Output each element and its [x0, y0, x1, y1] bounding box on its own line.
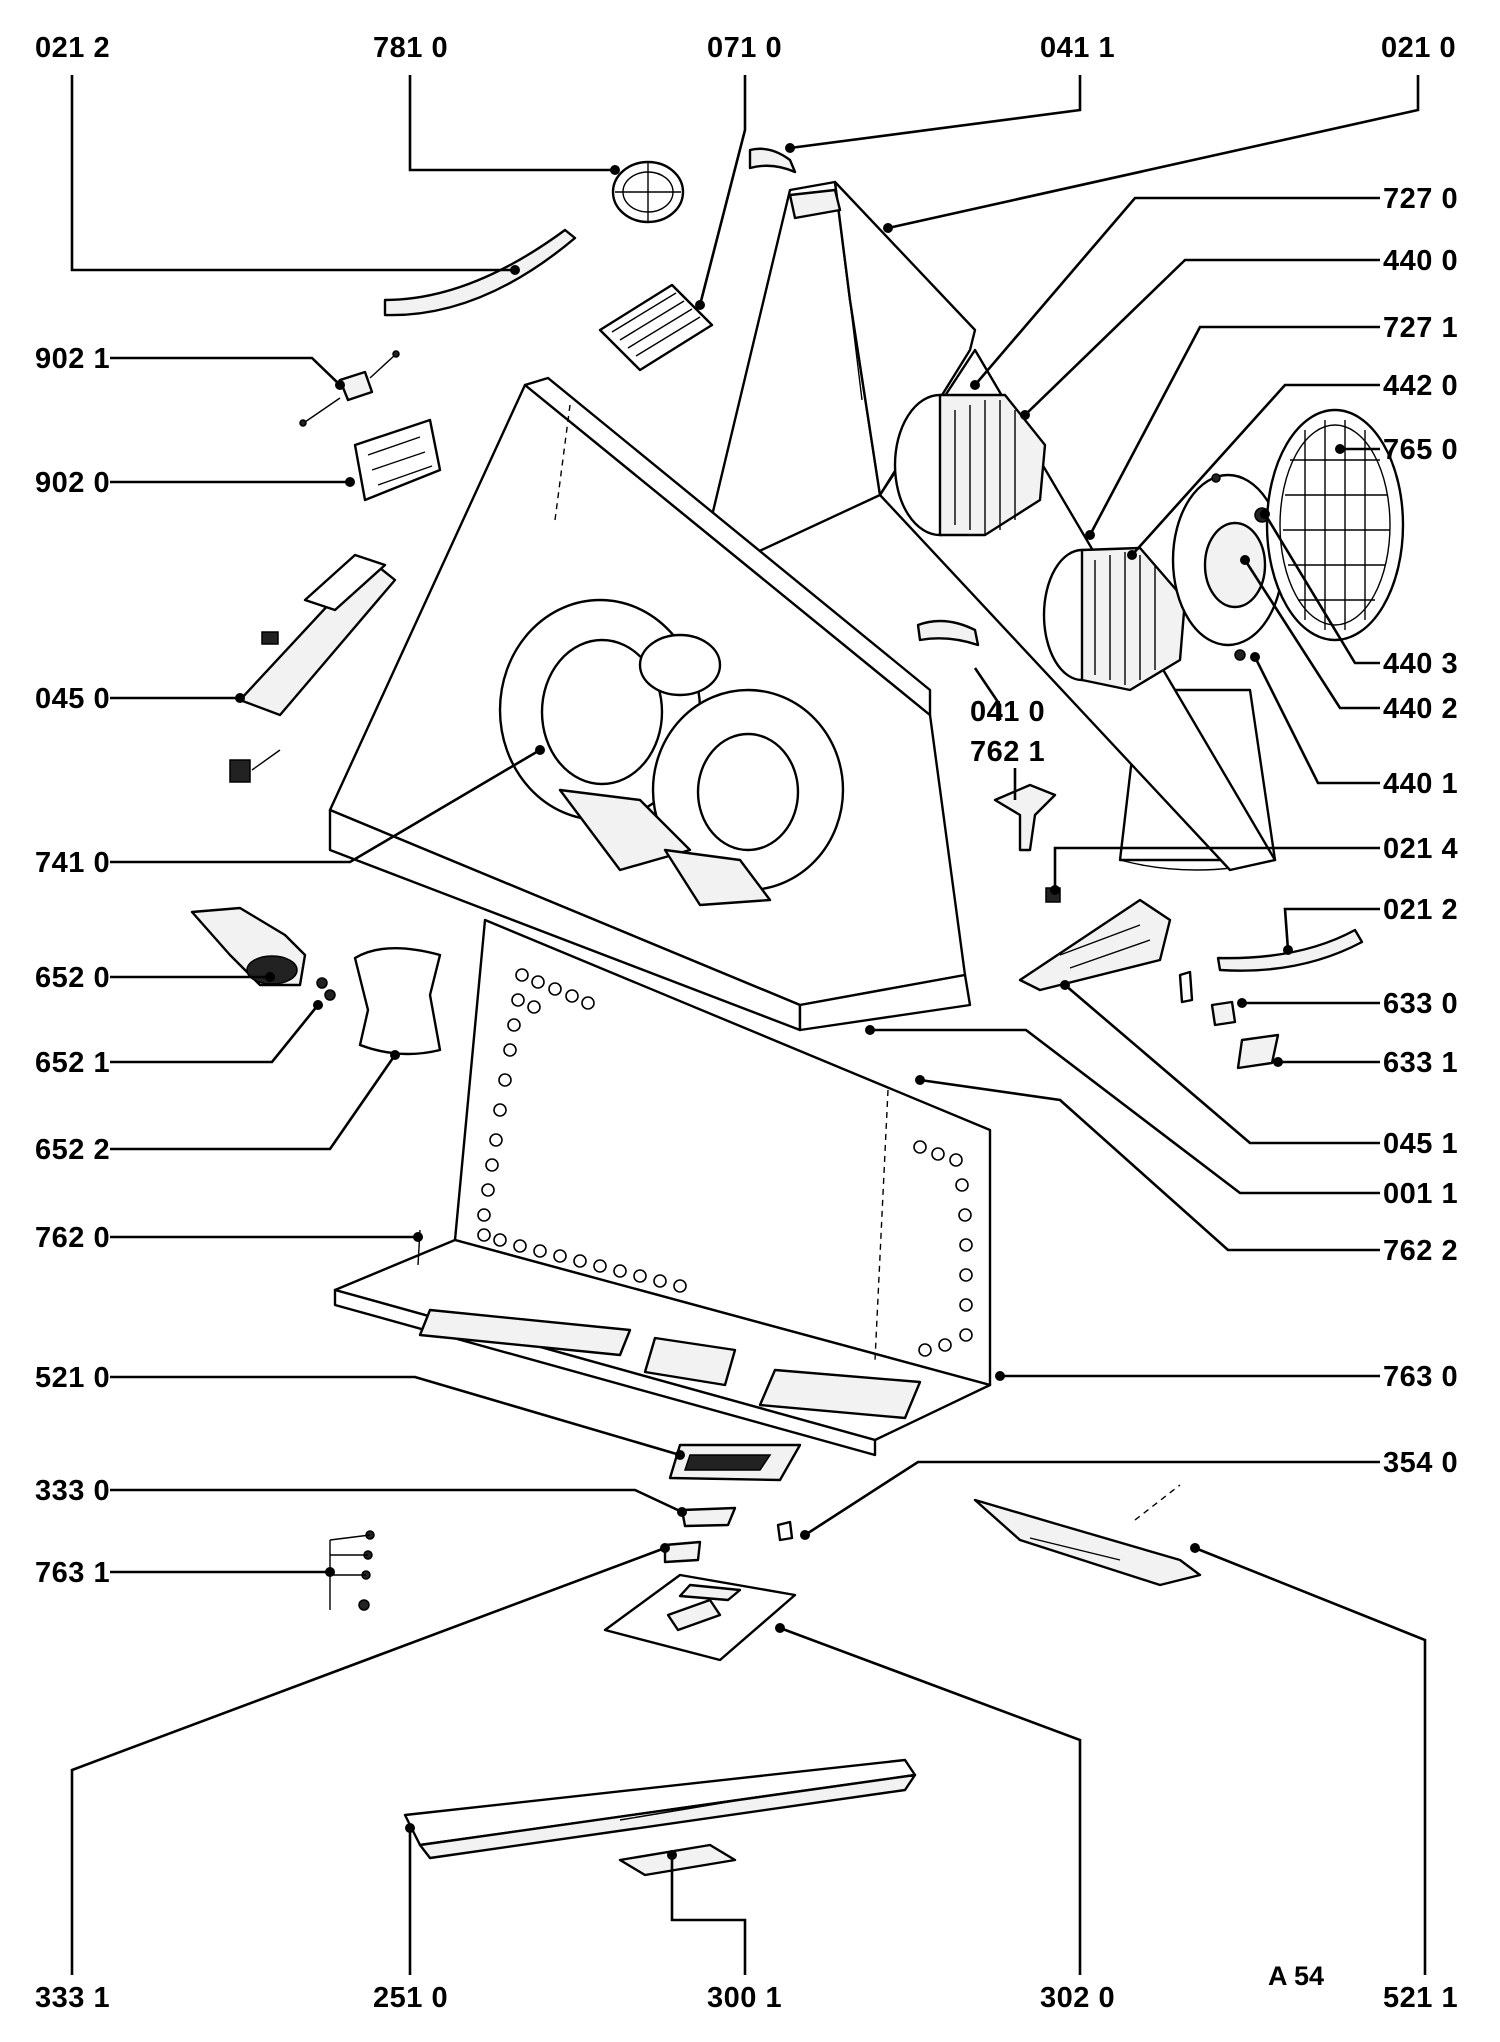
label-442-0: 442 0	[1383, 370, 1458, 402]
label-440-0: 440 0	[1383, 245, 1458, 277]
label-440-3: 440 3	[1383, 648, 1458, 680]
label-521-0: 521 0	[35, 1362, 110, 1394]
label-440-2: 440 2	[1383, 693, 1458, 725]
label-633-1: 633 1	[1383, 1047, 1458, 1079]
part-labels: 021 2 781 0 071 0 041 1 021 0 727 0 440 …	[35, 32, 1458, 2014]
lamp-holder	[190, 906, 307, 987]
motor-plate	[1171, 473, 1285, 661]
label-045-1: 045 1	[1383, 1128, 1458, 1160]
side-panel-right	[973, 1484, 1202, 1587]
label-727-1: 727 1	[1383, 312, 1458, 344]
label-762-0: 762 0	[35, 1222, 110, 1254]
switch-module	[668, 1443, 802, 1482]
label-300-1: 300 1	[707, 1982, 782, 2014]
label-765-0: 765 0	[1383, 434, 1458, 466]
motor-housing-lower	[1042, 546, 1187, 692]
label-440-1: 440 1	[1383, 768, 1458, 800]
top-filter	[598, 283, 714, 372]
motor-housing-upper	[893, 393, 1047, 537]
label-762-2: 762 2	[1383, 1235, 1458, 1267]
gasket-ring	[611, 160, 685, 224]
chimney-cover	[703, 180, 977, 562]
parts-drawing	[190, 147, 1405, 1877]
hood-body	[328, 376, 972, 1032]
bracket-762-1	[993, 783, 1057, 852]
lamp-cover	[353, 947, 442, 1056]
curved-trim-mid	[1216, 928, 1364, 972]
bracket-plate	[353, 418, 442, 502]
front-trim	[403, 1758, 917, 1860]
label-021-2-mid: 021 2	[1383, 894, 1458, 926]
bracket-small	[299, 350, 400, 427]
label-727-0: 727 0	[1383, 183, 1458, 215]
label-633-0: 633 0	[1383, 988, 1458, 1020]
label-762-1: 762 1	[970, 736, 1045, 768]
hinge-part	[1178, 970, 1194, 1004]
filter-housing	[333, 918, 992, 1457]
label-763-0: 763 0	[1383, 1361, 1458, 1393]
label-302-0: 302 0	[1040, 1982, 1115, 2014]
label-021-2-top: 021 2	[35, 32, 110, 64]
label-333-0: 333 0	[35, 1475, 110, 1507]
clip-333-1	[663, 1540, 702, 1564]
side-bracket-right	[1018, 898, 1172, 992]
label-071-0: 071 0	[707, 32, 782, 64]
label-354-0: 354 0	[1383, 1447, 1458, 1479]
screw-set	[329, 1530, 375, 1611]
label-001-1: 001 1	[1383, 1178, 1458, 1210]
label-652-0: 652 0	[35, 962, 110, 994]
label-021-0: 021 0	[1381, 32, 1456, 64]
label-521-1: 521 1	[1383, 1982, 1458, 2014]
drawing-code: A 54	[1268, 1961, 1324, 1991]
clip-633-0	[1210, 1000, 1237, 1027]
label-021-4: 021 4	[1383, 833, 1458, 865]
label-251-0: 251 0	[373, 1982, 448, 2014]
leader-lines	[70, 75, 1427, 1975]
label-652-1: 652 1	[35, 1047, 110, 1079]
control-plate	[603, 1573, 797, 1662]
fan-grille	[1265, 408, 1405, 642]
label-781-0: 781 0	[373, 32, 448, 64]
clip-333-0	[680, 1506, 737, 1528]
label-041-0: 041 0	[970, 696, 1045, 728]
clip-mid	[916, 619, 980, 647]
label-041-1: 041 1	[1040, 32, 1115, 64]
label-902-0: 902 0	[35, 467, 110, 499]
label-333-1: 333 1	[35, 1982, 110, 2014]
label-763-1: 763 1	[35, 1557, 110, 1589]
label-652-2: 652 2	[35, 1134, 110, 1166]
side-bracket-left	[229, 553, 397, 783]
clip-633-1	[1236, 1033, 1280, 1070]
label-902-1: 902 1	[35, 343, 110, 375]
clip-354-0	[776, 1520, 794, 1542]
light-cover	[618, 1843, 737, 1877]
curved-trim-top	[383, 228, 577, 317]
label-741-0: 741 0	[35, 847, 110, 879]
label-045-0: 045 0	[35, 683, 110, 715]
clip-top	[748, 147, 797, 174]
leader-dots	[235, 143, 1345, 1860]
